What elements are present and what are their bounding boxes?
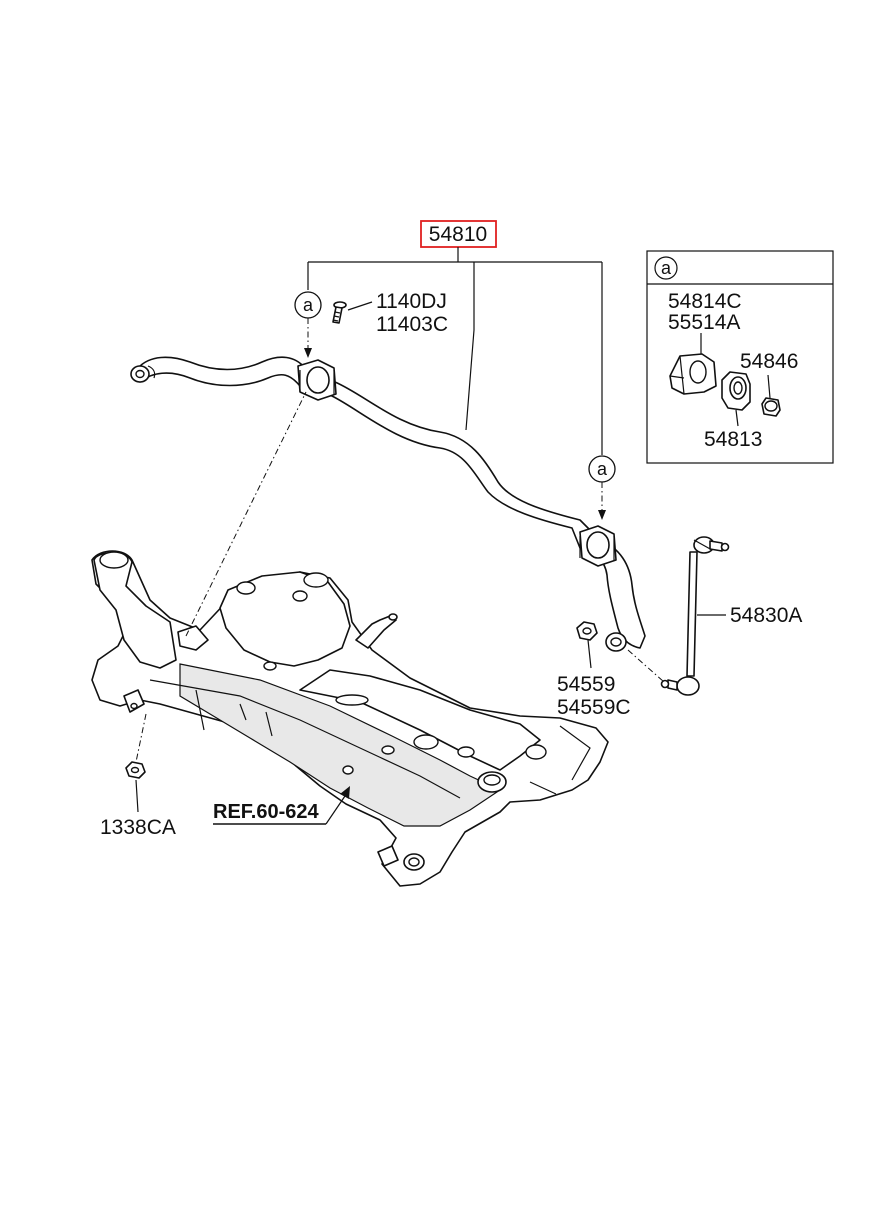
link-part-number: 54830A <box>730 604 802 627</box>
bushing-clamp-left <box>297 359 337 401</box>
nut-part-number-2: 54559C <box>557 696 631 719</box>
bolt-icon <box>332 301 347 324</box>
link-ball-joint-bottom <box>660 676 700 696</box>
main-part-leader-bracket <box>307 247 603 455</box>
link-nut-callout[interactable]: 54559 54559C <box>557 621 631 719</box>
rubber-bushing-icon <box>721 371 751 427</box>
detail-part-54814C[interactable]: 54814C <box>668 290 742 313</box>
detail-part-54813[interactable]: 54813 <box>704 428 762 451</box>
front-subframe <box>91 550 609 887</box>
detail-part-54846[interactable]: 54846 <box>740 350 798 373</box>
marker-a-left[interactable]: a <box>294 291 322 358</box>
alignment-line-left <box>185 391 307 637</box>
detail-part-55514A[interactable]: 55514A <box>668 311 740 334</box>
stabilizer-bar-outline <box>137 356 646 649</box>
subframe-nut-callout[interactable]: 1338CA <box>100 713 176 839</box>
marker-a-left-label: a <box>303 295 314 315</box>
link-ball-joint-top <box>693 536 730 554</box>
reference-callout[interactable]: REF.60-624 <box>213 786 350 825</box>
stabilizer-link[interactable]: 54830A <box>627 536 802 696</box>
clamp-bracket-icon <box>669 333 717 395</box>
detail-box-marker: a <box>661 258 672 278</box>
reference-arrow-head <box>340 786 350 799</box>
bolt-part-number-2: 11403C <box>376 313 448 336</box>
marker-a-right[interactable]: a <box>588 455 616 520</box>
nut-part-number-1: 54559 <box>557 673 615 696</box>
main-part-number: 54810 <box>429 223 487 246</box>
arrow-head-left <box>304 348 312 358</box>
detail-box-a: a 54814C 55514A 54846 54813 <box>646 250 834 464</box>
stabilizer-bar[interactable] <box>130 356 646 652</box>
hex-nut-icon <box>576 621 598 641</box>
arrow-head-right <box>598 510 606 520</box>
bolt-part-number-1: 1140DJ <box>376 290 447 313</box>
bolt-callout[interactable]: 1140DJ 11403C <box>332 290 448 336</box>
reference-number: REF.60-624 <box>213 801 319 823</box>
bushing-clamp-right <box>579 525 617 567</box>
ring-collar-icon <box>761 374 781 417</box>
main-part-callout[interactable]: 54810 <box>420 220 497 248</box>
subframe-nut-part-number: 1338CA <box>100 816 176 839</box>
marker-a-right-label: a <box>597 459 608 479</box>
flange-nut-icon <box>125 761 146 779</box>
